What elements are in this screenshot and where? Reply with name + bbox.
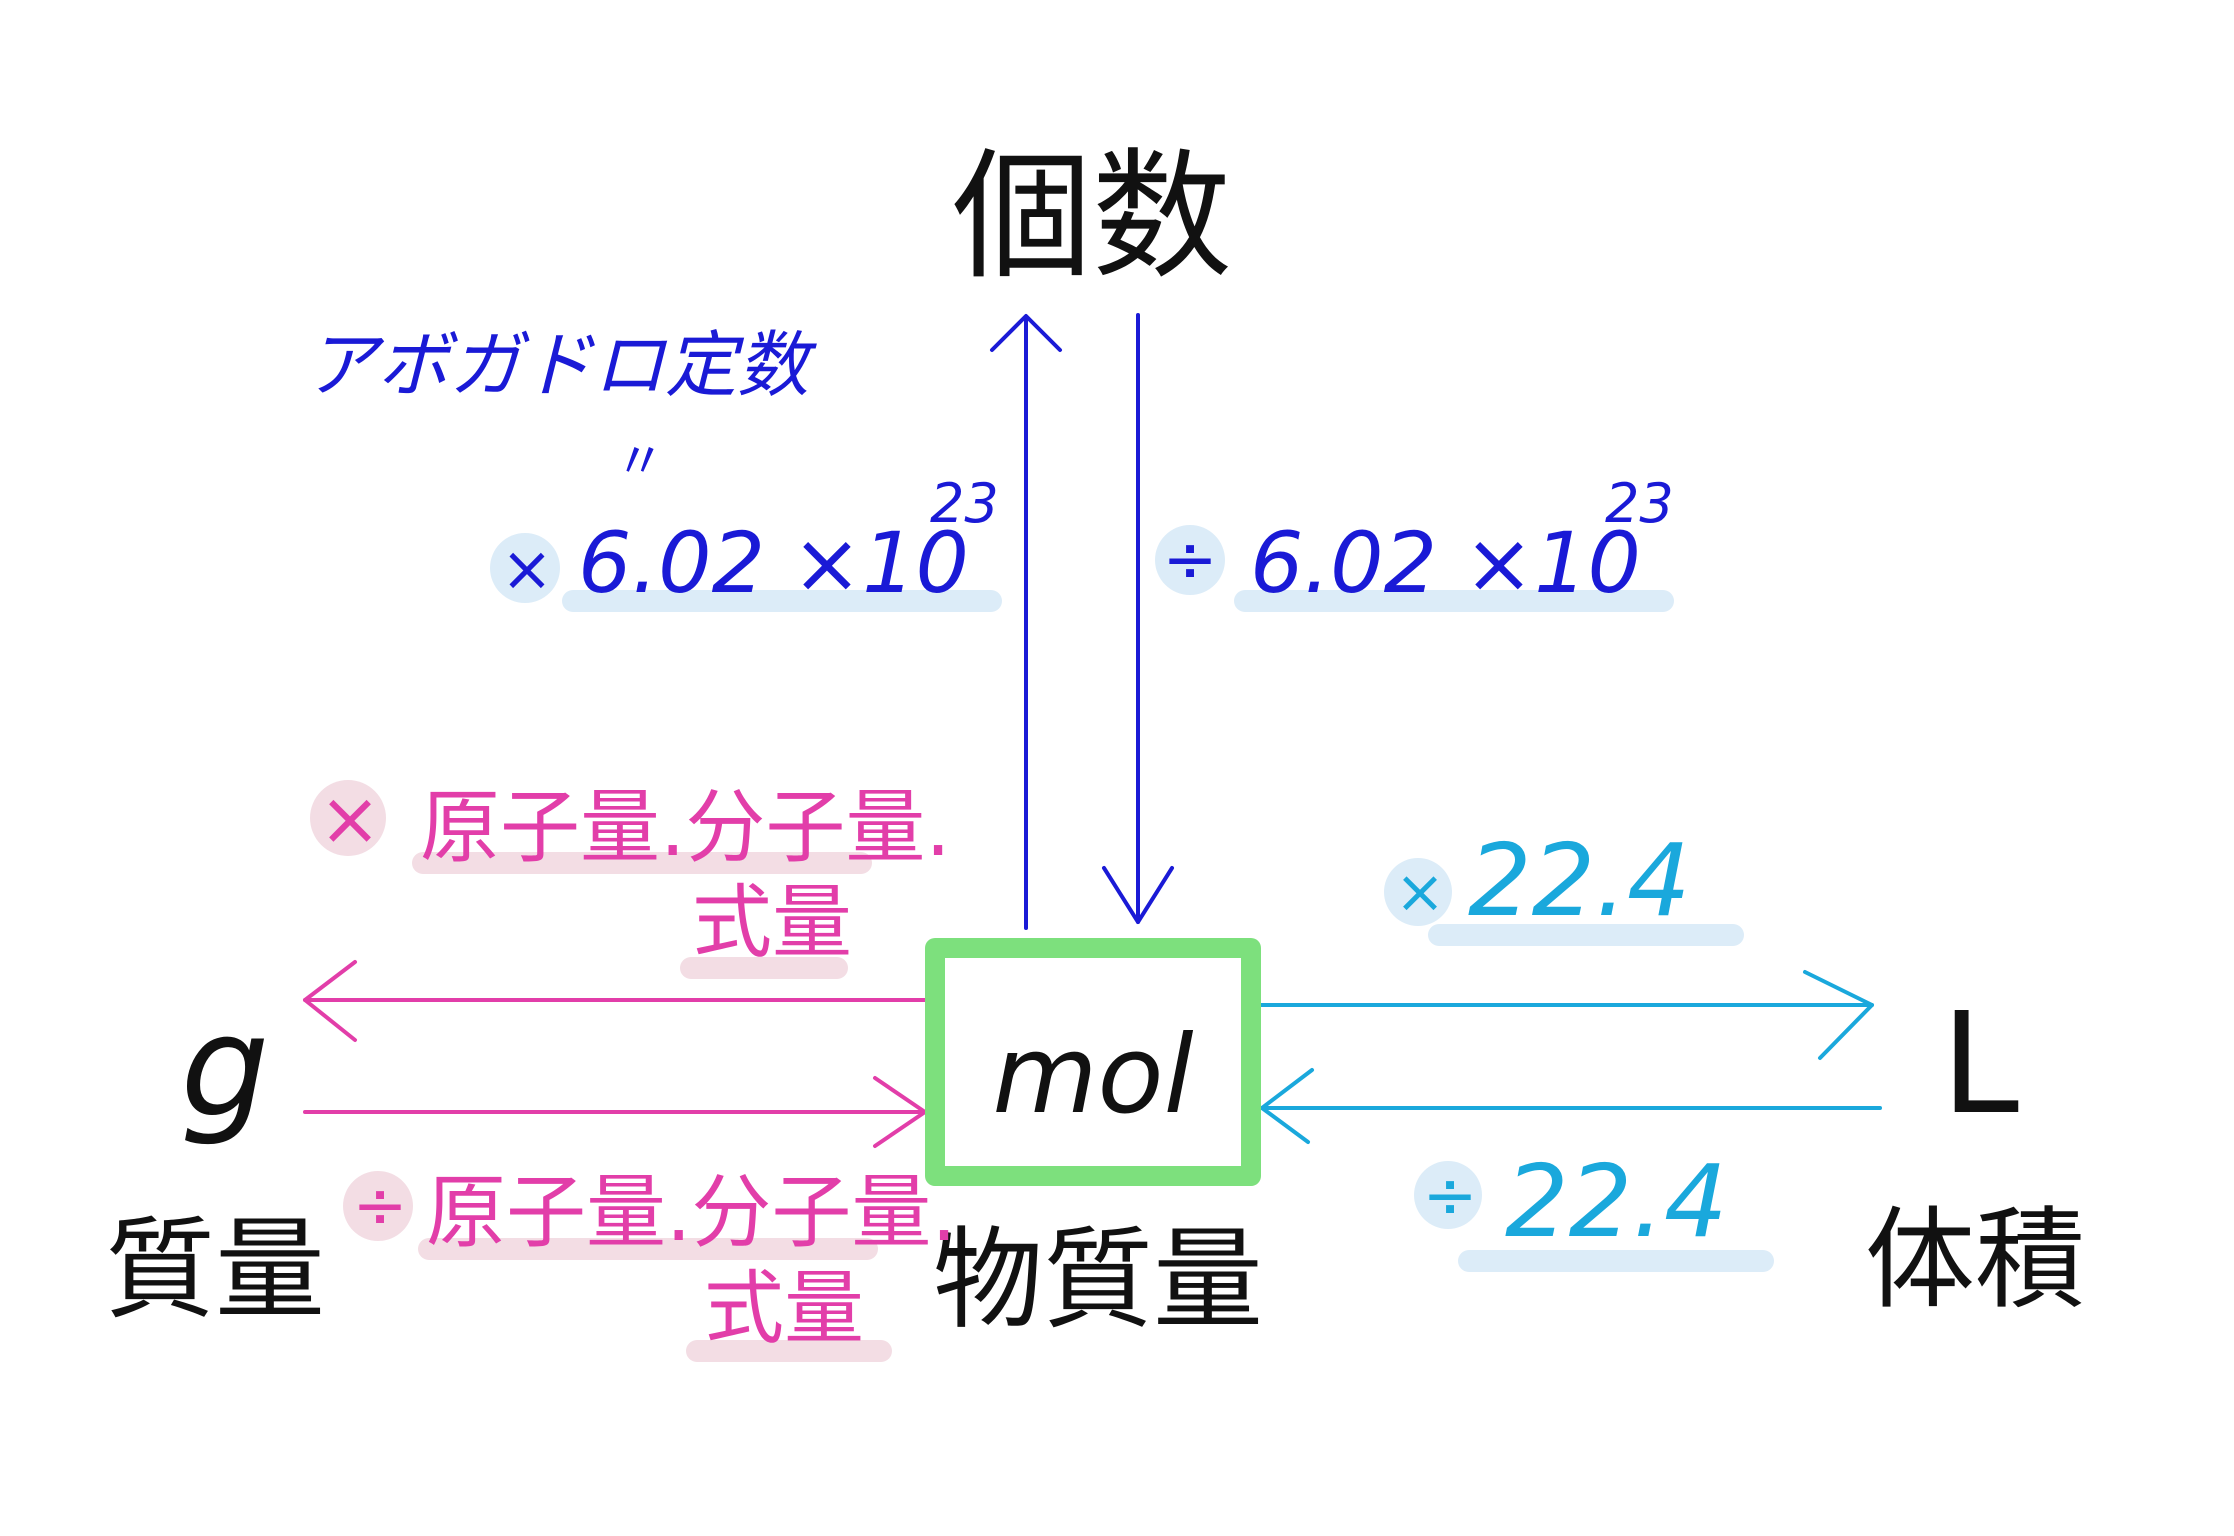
- exp-from-count: 23: [1605, 472, 1674, 535]
- conversion-to-count: × 6.02 ×10 23: [501, 472, 999, 612]
- volume-unit-label: L: [1941, 983, 2019, 1146]
- highlights: [310, 525, 1774, 1362]
- underline-from-volume: [1458, 1250, 1774, 1272]
- conversion-to-mass: × 原子量.分子量. 式量: [319, 776, 951, 969]
- from-mass-line1: 原子量.分子量.: [426, 1166, 957, 1259]
- arrow-count-to-mol: [1102, 313, 1174, 924]
- arrow-volume-to-mol: [1260, 1068, 1882, 1144]
- conversion-from-volume: ÷ 22.4: [1422, 1143, 1727, 1260]
- to-mass-line2: 式量: [692, 876, 852, 969]
- volume-label: 体積: [1865, 1196, 2085, 1324]
- arrows: [303, 313, 1882, 1148]
- value-to-count: 6.02 ×10: [578, 514, 969, 612]
- center-label: 物質量: [933, 1216, 1263, 1344]
- op-from-count: ÷: [1162, 521, 1217, 598]
- arrow-mol-to-mass: [303, 960, 928, 1042]
- op-to-count: ×: [501, 532, 553, 605]
- arrow-mol-to-count: [990, 314, 1062, 930]
- value-to-volume: 22.4: [1468, 822, 1691, 939]
- avogadro-equals-mark: 〃: [615, 432, 665, 490]
- conversion-to-volume: × 22.4: [1395, 822, 1691, 939]
- to-mass-line1: 原子量.分子量.: [420, 781, 951, 874]
- value-from-volume: 22.4: [1505, 1143, 1728, 1260]
- underline-from-mass-1: [418, 1238, 878, 1260]
- arrow-mol-to-volume: [1256, 970, 1874, 1060]
- op-to-mass: ×: [319, 776, 381, 862]
- mass-unit-label: g: [181, 986, 270, 1149]
- exp-to-count: 23: [930, 472, 999, 535]
- from-mass-line2: 式量: [704, 1262, 864, 1355]
- conversion-from-count: ÷ 6.02 ×10 23: [1162, 472, 1673, 612]
- conversion-from-mass: ÷ 原子量.分子量. 式量: [352, 1166, 957, 1355]
- op-highlight-to-count: [490, 533, 560, 603]
- count-label: 個数: [952, 136, 1232, 299]
- underline-from-mass-2: [686, 1340, 892, 1362]
- underline-to-volume: [1428, 924, 1744, 946]
- op-highlight-from-mass: [343, 1171, 413, 1241]
- op-highlight-to-mass: [310, 780, 386, 856]
- underline-from-count: [1234, 590, 1674, 612]
- op-from-mass: ÷: [352, 1167, 407, 1244]
- op-highlight-to-volume: [1384, 858, 1452, 926]
- op-highlight-from-volume: [1414, 1161, 1482, 1229]
- mol-box: mol: [925, 938, 1261, 1186]
- op-to-volume: ×: [1395, 857, 1445, 927]
- underline-to-count: [562, 590, 1002, 612]
- mass-label: 質量: [105, 1206, 325, 1334]
- arrow-mass-to-mol: [303, 1076, 927, 1148]
- avogadro-label: アボガドロ定数: [305, 323, 817, 407]
- underline-to-mass-1: [412, 852, 872, 874]
- op-highlight-from-count: [1155, 525, 1225, 595]
- value-from-count: 6.02 ×10: [1250, 514, 1641, 612]
- underline-to-mass-2: [680, 957, 848, 979]
- op-from-volume: ÷: [1422, 1157, 1477, 1234]
- mol-unit-label: mol: [992, 1013, 1193, 1138]
